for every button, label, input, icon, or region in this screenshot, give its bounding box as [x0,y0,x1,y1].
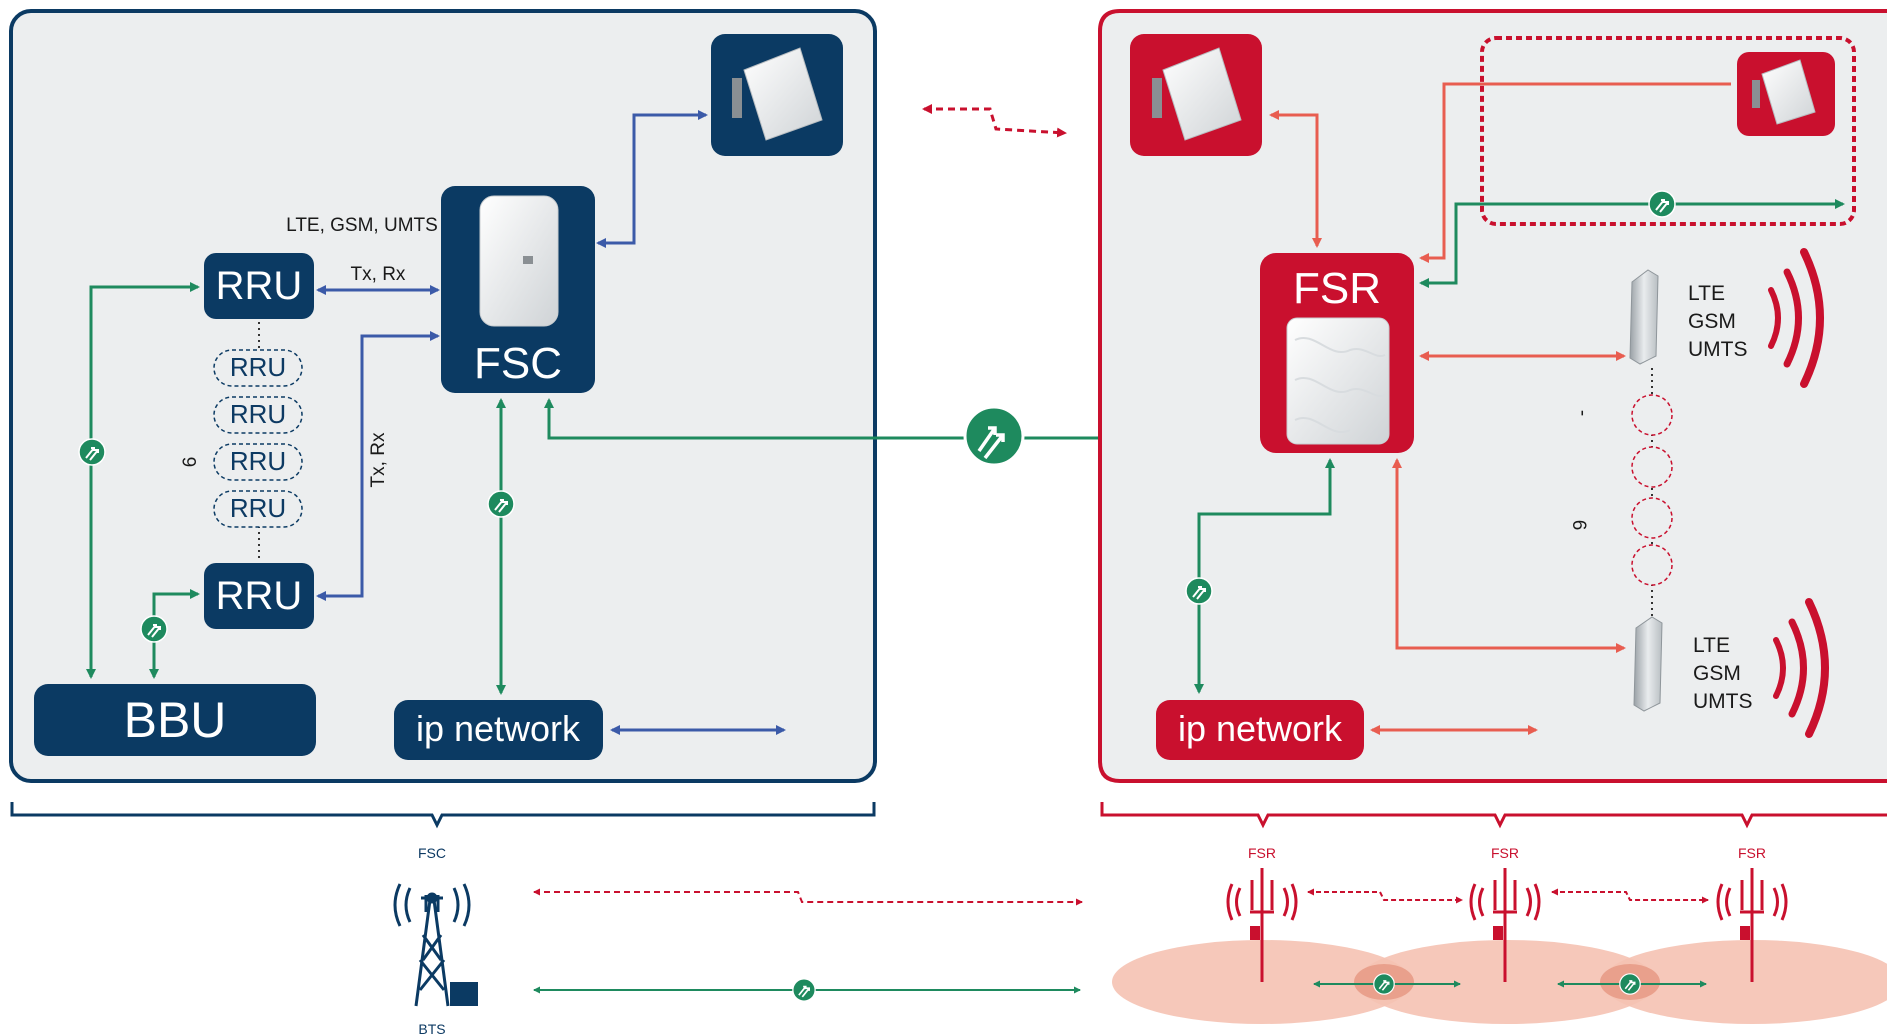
sector-top-tech-3: UMTS [1688,338,1748,361]
link-rru-bottom-fsc [316,331,440,601]
sector-antenna-top [1629,269,1659,365]
fsr-dashed-link-1 [1307,888,1463,904]
fsc-device-image [479,195,559,327]
sector-top-tech-1: LTE [1688,282,1725,305]
sector-bottom-tech-2: GSM [1693,662,1741,685]
bottom-dashed-link [533,888,1083,906]
svg-text:RRU: RRU [230,446,286,476]
fsr-tower-3: FSR [1716,845,1788,982]
fsr-dashed-link-2 [1551,888,1709,904]
sector-bottom-tech-1: LTE [1693,634,1730,657]
svg-text:RRU: RRU [230,399,286,429]
bts-cabinet [450,982,478,1006]
link-fsr-antenna [1269,110,1322,248]
rru-top[interactable]: RRU [204,253,314,319]
rru-top-label: RRU [216,264,303,308]
fsc-panel-antenna [711,34,843,156]
fsr-device-image [1286,317,1390,445]
fsc-label: FSC [474,339,562,388]
svg-text:FSR: FSR [1491,845,1519,861]
link-top-label: Tx, Rx [351,264,406,285]
sector-bottom-tech-3: UMTS [1693,690,1753,713]
wireless-icon-bbu-top [78,438,106,466]
rru-bottom[interactable]: RRU [204,563,314,629]
link-fsc-antenna [596,110,708,248]
wireless-icon-main [963,405,1025,467]
sector-top-tech-2: GSM [1688,310,1736,333]
radio-waves-icon-top [1768,248,1824,388]
link-bottom-label: Tx, Rx [368,432,389,487]
bbu-unit[interactable]: BBU [34,684,316,756]
sector-antenna-bottom [1633,616,1663,712]
fsr-unit[interactable]: FSR [1260,253,1414,453]
sector-placeholder-2 [1631,446,1673,488]
link-dashed-top [922,104,1067,138]
sector-placeholder-4 [1631,544,1673,586]
coverage-area-2 [1357,940,1657,1024]
fsr-label: FSR [1293,264,1381,313]
bts-fsc-label: FSC [418,845,446,861]
rru-dashed-3: RRU [213,443,303,481]
link-bbu-rru-top [86,282,200,679]
fsc-unit[interactable]: FSC [441,186,595,393]
svg-text:RRU: RRU [230,493,286,523]
rru-count: 6 [180,457,201,468]
ip-network-right-label: ip network [1178,708,1343,749]
radio-waves-icon-bottom [1773,598,1829,738]
sector-placeholder-1 [1631,394,1673,436]
antenna-count: 6 [1568,520,1589,531]
link-fsr-sector-bottom [1392,458,1626,653]
fsr-tower-1: FSR [1226,845,1298,982]
remote-antenna-region [1480,36,1856,226]
rru-dashed-2: RRU [213,396,303,434]
coverage-area-3 [1602,940,1887,1024]
bts-label: BTS [418,1021,445,1036]
dash-mark: - [1572,410,1593,416]
bbu-label: BBU [124,692,227,748]
left-brace [10,802,876,829]
wireless-icon-fsr-link-2 [1619,973,1641,995]
link-bbu-rru-bottom [149,589,200,679]
ip-network-right[interactable]: ip network [1156,700,1364,760]
tech-label: LTE, GSM, UMTS [286,215,438,236]
wireless-icon-fsc-ip [487,490,515,518]
sector-placeholder-3 [1631,497,1673,539]
rru-bottom-label: RRU [216,574,303,618]
wireless-icon-bbu-bottom [140,615,168,643]
wireless-icon-bottom-main [792,978,816,1002]
right-brace [1100,802,1887,829]
ip-network-left-label: ip network [416,708,581,749]
remote-panel-antenna [1737,52,1835,136]
rru-dashed-1: RRU [213,349,303,387]
wireless-icon-fsr-ip [1185,577,1213,605]
fsr-tower-2: FSR [1469,845,1541,982]
wireless-icon-remote [1648,190,1676,218]
rru-dashed-4: RRU [213,490,303,528]
svg-text:FSR: FSR [1248,845,1276,861]
ip-network-left[interactable]: ip network [394,700,603,760]
wireless-icon-fsr-link-1 [1373,973,1395,995]
svg-text:FSR: FSR [1738,845,1766,861]
fsr-panel-antenna [1130,34,1262,156]
cell-tower-icon-bts [393,883,471,1007]
svg-text:RRU: RRU [230,352,286,382]
